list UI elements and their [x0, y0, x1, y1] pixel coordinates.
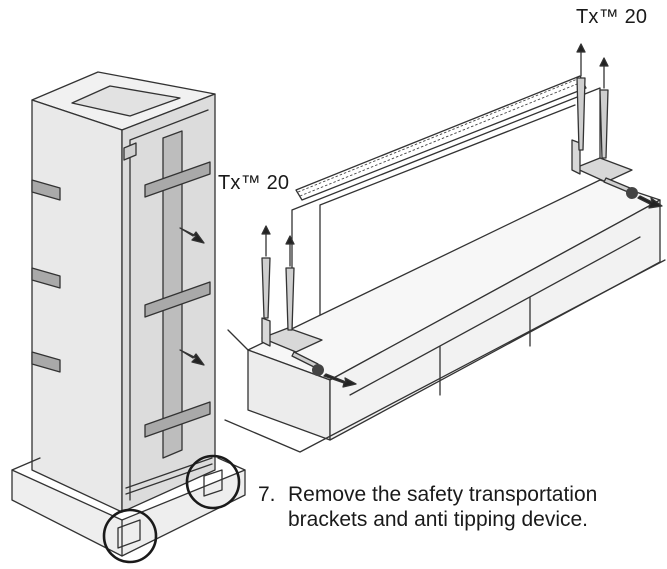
instruction-step: 7. Remove the safety transportation brac…	[258, 482, 663, 532]
appliance-drawing	[11, 71, 246, 564]
step-number: 7.	[258, 483, 276, 506]
torx-size-label: Tx™ 20	[576, 6, 648, 28]
base-detail-drawing	[224, 43, 666, 453]
step-text: Remove the safety transportation bracket…	[288, 483, 598, 531]
torx-size-label: Tx™ 20	[218, 172, 290, 194]
